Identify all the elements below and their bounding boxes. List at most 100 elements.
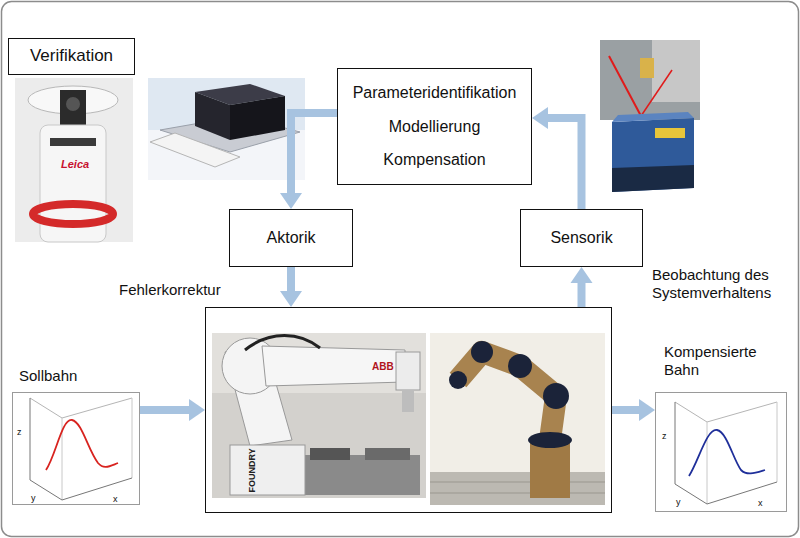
- connector-arrow: [280, 113, 337, 209]
- bronze-robot-photo-part: [530, 440, 570, 498]
- abb-robot-photo: [212, 333, 426, 498]
- compensated-path-plot-part: [689, 430, 765, 476]
- laser-sensor-photo-part: [612, 112, 694, 122]
- actuator-box: Aktorik: [229, 209, 353, 267]
- compensated-path-plot-box: Kompensierte Bahnzyx: [655, 392, 787, 512]
- laser-sensor-photo-part: [641, 70, 672, 116]
- compensated-path-plot-part: [675, 402, 777, 422]
- arrow-head: [639, 399, 655, 421]
- positioning-stage-photo: [148, 78, 305, 180]
- target-path-plot-part: [30, 398, 31, 480]
- photo-label: FOUNDRY: [247, 448, 258, 492]
- arrow-head: [280, 193, 302, 209]
- box-label: Aktorik: [267, 228, 316, 247]
- connector-arrow: [280, 267, 302, 307]
- axis-label: x: [758, 498, 763, 509]
- bronze-robot-photo-part: [471, 341, 493, 363]
- model-box: ParameteridentifikationModellierungKompe…: [337, 68, 532, 185]
- axis-label: y: [676, 497, 681, 508]
- abb-robot-photo-part: [402, 390, 414, 412]
- box-label: Parameteridentifikation: [353, 83, 517, 102]
- target-path-plot-part: [46, 420, 118, 470]
- connector-line: [291, 113, 337, 194]
- axis-label: x: [113, 494, 118, 505]
- arrow-head: [532, 107, 548, 129]
- axis-label: Kompensation: [383, 150, 485, 169]
- laser-tracker-photo-part: [66, 97, 80, 111]
- connector-line: [547, 118, 582, 209]
- connector-arrow: [140, 399, 205, 421]
- positioning-stage-photo-part: [230, 96, 285, 140]
- photo-label: ABB: [372, 361, 394, 373]
- axis-label: Modellierung: [389, 117, 481, 136]
- abb-robot-photo-part: [245, 336, 320, 351]
- connector-line: [287, 267, 295, 292]
- bronze-robot-photo-part: [430, 472, 605, 505]
- box-label: Verifikation: [30, 46, 113, 66]
- laser-tracker-photo-part: [50, 138, 96, 146]
- abb-robot-photo-part: [262, 346, 405, 386]
- arrow-head: [189, 399, 205, 421]
- laser-sensor-photo-part: [612, 165, 694, 192]
- laser-sensor-photo-part: [609, 56, 641, 116]
- laser-sensor-photo-part: [655, 128, 685, 138]
- compensated-path-plot: [675, 402, 777, 504]
- connector-line: [578, 282, 586, 307]
- target-path-plot-box: Sollbahnzyx: [12, 392, 140, 505]
- target-path-plot-part: [30, 398, 132, 418]
- axis-label: y: [31, 493, 36, 504]
- abb-robot-photo-part: [212, 333, 426, 498]
- bronze-robot-photo-part: [430, 482, 605, 483]
- abb-robot-photo-part: [310, 448, 350, 460]
- target-path-plot: [30, 398, 132, 500]
- abb-robot-photo-part: [230, 445, 305, 495]
- laser-sensor-photo: [600, 40, 700, 192]
- connector-arrow: [532, 107, 582, 209]
- bronze-robot-photo-part: [508, 354, 532, 378]
- bronze-robot-photo: [430, 333, 605, 505]
- compensated-path-plot-part: [707, 422, 708, 504]
- connector-line: [140, 406, 190, 414]
- edge-label: Beobachtung des Systemverhaltens: [652, 266, 797, 302]
- bronze-robot-photo-part: [449, 371, 467, 389]
- photo-label: Leica: [61, 158, 89, 171]
- laser-sensor-photo-part: [640, 58, 654, 78]
- box-label: Sensorik: [550, 228, 612, 247]
- abb-robot-photo-part: [365, 448, 410, 460]
- box-label: Sollbahn: [19, 367, 77, 385]
- axis-label: z: [662, 431, 667, 442]
- verification-box: Verifikation: [8, 38, 135, 75]
- sensor-box: Sensorik: [520, 209, 643, 267]
- abb-robot-photo-part: [396, 352, 420, 390]
- connector-line: [612, 406, 640, 414]
- laser-tracker-photo: [15, 78, 133, 242]
- box-label: Fehlerkorrektur: [119, 281, 221, 299]
- axis-label: z: [17, 427, 22, 438]
- bronze-robot-photo-part: [430, 493, 605, 494]
- target-path-plot-part: [132, 398, 133, 478]
- box-label: Kompensierte Bahn: [664, 343, 774, 379]
- laser-tracker-photo-part: [33, 204, 113, 224]
- laser-sensor-photo-part: [600, 40, 700, 120]
- positioning-stage-photo-part: [148, 78, 305, 180]
- laser-tracker-photo-part: [15, 78, 133, 242]
- abb-robot-photo-part: [212, 333, 426, 393]
- compensated-path-plot-part: [675, 402, 676, 484]
- bronze-robot-photo-part: [430, 333, 605, 505]
- bronze-robot-photo-part: [543, 383, 569, 409]
- bronze-robot-photo-part: [458, 352, 556, 440]
- robot-system-box: Fehlerkorrektur: [205, 307, 612, 513]
- connector-arrow: [571, 267, 593, 307]
- compensated-path-plot-part: [777, 402, 778, 482]
- laser-sensor-photo-part: [652, 40, 700, 102]
- connector-arrow: [612, 399, 655, 421]
- bronze-robot-photo-part: [528, 432, 572, 448]
- arrow-head: [571, 267, 593, 283]
- positioning-stage-photo-part: [195, 92, 230, 140]
- abb-robot-photo-part: [300, 455, 420, 495]
- arrow-head: [280, 291, 302, 307]
